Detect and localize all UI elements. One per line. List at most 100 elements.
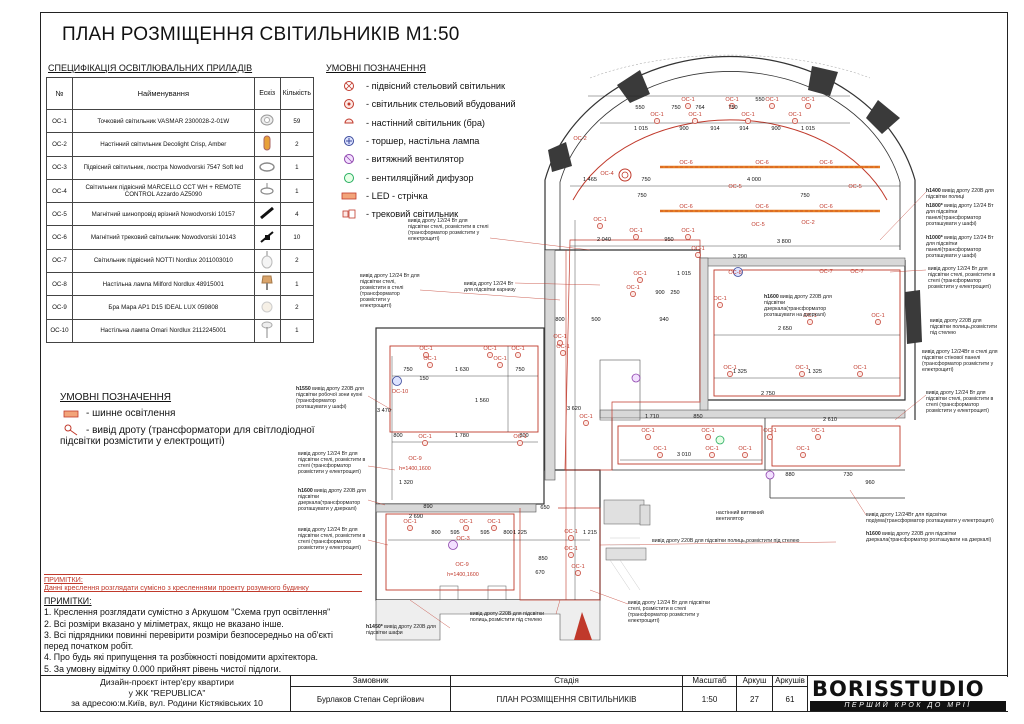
fixture-label: ОС-1 [741, 112, 754, 118]
sheet-value: 27 [750, 695, 759, 704]
spec-code: ОС-10 [46, 318, 73, 343]
fixture-label: ОС-1 [725, 97, 738, 103]
dimension-label: 670 [535, 570, 544, 576]
annotation-height: h1800* [926, 203, 943, 209]
dimension-label: 250 [670, 290, 679, 296]
legend-secondary-item: - вивід дроту (трансформатори для світло… [60, 424, 315, 436]
dimension-label: 950 [664, 237, 673, 243]
wiring-annotation: вивід дроту 12/24 Вт для підсвітки стелі… [298, 527, 368, 551]
recessed-light-marker [792, 118, 798, 124]
spec-qty: 2 [279, 248, 315, 274]
fixture-label: ОС-4 [600, 171, 613, 177]
recessed-light-marker [857, 371, 863, 377]
legend-label: - витяжний вентилятор [366, 154, 464, 165]
spec-header-row: № Найменування Ескіз Кількість [46, 77, 315, 110]
recessed-light-marker [695, 252, 701, 258]
dimension-label: 3 290 [733, 254, 747, 260]
fixture-label: ОС-1 [723, 365, 736, 371]
fixture-label: ОС-1 [483, 346, 496, 352]
dimension-label: 3 470 [377, 408, 391, 414]
wiring-annotation: h1550 вивід дроту 220В для підсвітки роб… [296, 386, 366, 410]
dimension-label: 1 325 [808, 369, 822, 375]
project-line: у ЖК "REPUBLICA" [128, 687, 206, 698]
recessed-light-icon [338, 98, 360, 110]
recessed-light-marker [805, 103, 811, 109]
recessed-light-marker [422, 440, 428, 446]
dimension-label: 2 650 [778, 326, 792, 332]
wiring-annotation: h1400 вивід дроту 220В для підсвітки пол… [926, 188, 1002, 200]
spec-title: СПЕЦИФІКАЦІЯ ОСВІТЛЮВАЛЬНИХ ПРИЛАДІВ [48, 63, 253, 73]
annotation-text: вивід дроту 220В для підсвітки шафи [366, 624, 436, 636]
annotation-text: вивід дроту 220В для підсвітки полиць,ро… [930, 318, 998, 336]
wiring-annotation: вивід дроту 12/24 Вт для підсвітки стелі… [926, 390, 1002, 414]
dimension-label: 550 [635, 105, 644, 111]
recessed-light-marker [657, 452, 663, 458]
recessed-light-marker [463, 525, 469, 531]
recessed-light-marker [645, 434, 651, 440]
wiring-annotation: вивід дроту 12/24 Вт для підсвітки стелі… [408, 218, 490, 242]
wiring-annotation: вивід дроту 220В для підсвітки полиць,ро… [470, 611, 556, 623]
fixture-label: ОС-1 [738, 446, 751, 452]
dimension-label: 750 [641, 177, 650, 183]
annotation-text: вивід дроту 12/24 Вт для підсвітки стелі… [298, 527, 366, 551]
fixture-label: ОС-8 [728, 270, 741, 276]
dimension-label: 1 630 [455, 367, 469, 373]
fixture-label: ОС-1 [701, 428, 714, 434]
ring-icon [258, 161, 276, 175]
spec-qty: 59 [279, 108, 315, 134]
fixture-label: ОС-1 [459, 519, 472, 525]
fixture-label: ОС-1 [556, 344, 569, 350]
fixture-label: ОС-1 [641, 428, 654, 434]
wiring-annotation: вивід дроту 12/24 Вт для підсвітки карни… [464, 281, 516, 293]
fixture-label: ОС-1 [419, 346, 432, 352]
notes-line: 2. Всі розміри вказано у міліметрах, якщ… [44, 618, 284, 629]
annotation-height: h1450* [366, 624, 383, 630]
spec-sketch [253, 108, 281, 134]
dimension-label: 1 465 [583, 177, 597, 183]
sconce-icon [260, 300, 274, 316]
recessed-light-marker [705, 434, 711, 440]
spec-header-name: Найменування [71, 77, 255, 110]
fixture-label: ОС-9 [408, 456, 421, 462]
spec-sketch [253, 295, 281, 320]
spec-qty: 1 [279, 318, 315, 343]
stage-label: Стадія [451, 675, 682, 687]
annotation-text: вивід дроту 220В для підсвітки робочої з… [296, 386, 364, 410]
fixture-label: ОС-1 [705, 446, 718, 452]
spec-sketch [253, 272, 281, 297]
recessed-light-marker [742, 452, 748, 458]
fixture-label: ОС-1 [788, 112, 801, 118]
dimension-label: 890 [423, 504, 432, 510]
floor-lamp-icon [338, 135, 360, 147]
fixture-label: ОС-1 [633, 271, 646, 277]
annotation-text: вивід дроту 12/24 Вт для підсвітки стелі… [928, 266, 996, 290]
dimension-label: 3 800 [777, 239, 791, 245]
dimension-label: 914 [739, 126, 748, 132]
recessed-light-marker [769, 103, 775, 109]
recessed-light-marker [807, 319, 813, 325]
annotation-text: вивід дроту 12/24 Вт для підсвітки стелі… [628, 600, 711, 624]
notes-line: 5. За умовну відмітку 0.000 прийнят ріве… [44, 663, 282, 674]
wire-outlet-icon [60, 424, 82, 436]
wiring-annotation: вивід дроту 220В для підсвітки полиць,ро… [652, 538, 836, 544]
annotation-height: h1000* [926, 235, 943, 241]
dimension-label: 750 [403, 367, 412, 373]
wiring-annotation: h1600 вивід дроту 220В для підсвітки дзе… [298, 488, 368, 512]
recessed-light-marker [727, 371, 733, 377]
fixture-label: ОС-5 [728, 184, 741, 190]
dimension-label: 750 [515, 367, 524, 373]
annotation-text: вивід дроту 12/24 Вт для підсвітки панел… [926, 203, 994, 227]
dimension-label: 850 [693, 414, 702, 420]
fixture-label: ОС-6 [679, 160, 692, 166]
wiring-annotation: настінний витяжний вентилятор [716, 510, 776, 522]
recessed-light-marker [517, 440, 523, 446]
recessed-light-marker [745, 118, 751, 124]
dimension-label: 800 [393, 433, 402, 439]
spec-name: Бра Mapa AP1 D15 IDEAL LUX 059808 [71, 295, 255, 320]
recessed-light-marker [692, 118, 698, 124]
recessed-light-marker [633, 234, 639, 240]
recessed-light-marker [685, 234, 691, 240]
dimension-label: 960 [865, 480, 874, 486]
